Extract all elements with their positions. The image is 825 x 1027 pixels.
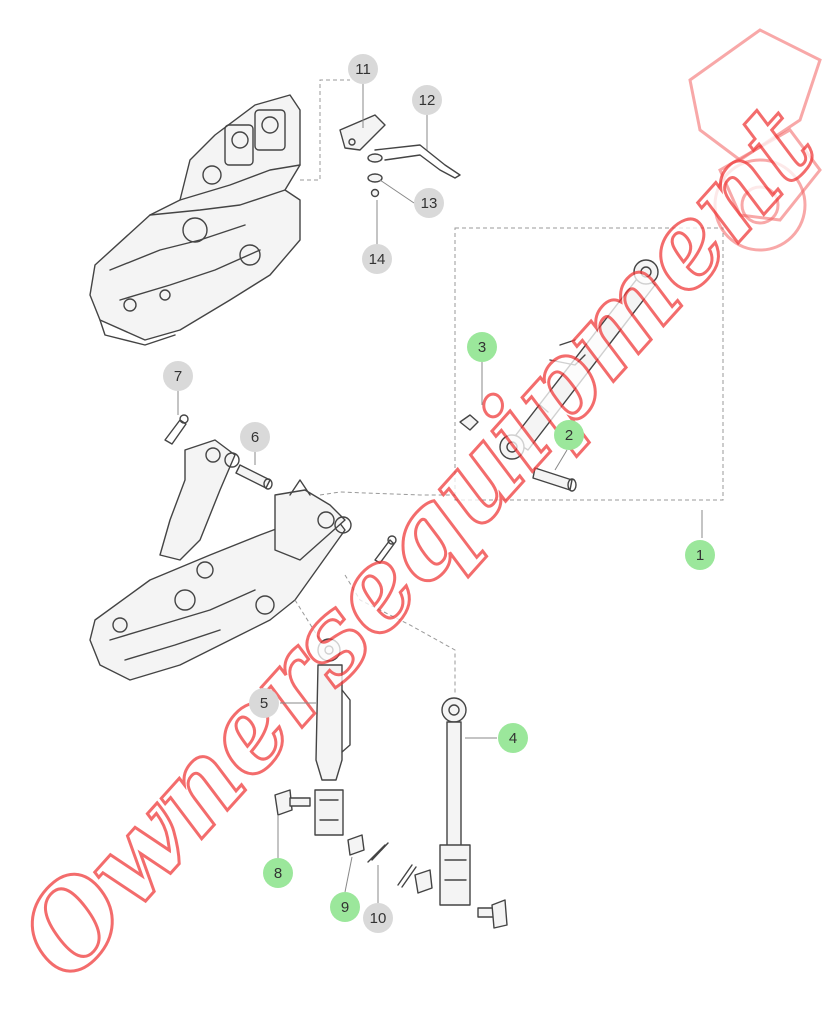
svg-text:14: 14 — [369, 251, 386, 268]
clip-part-3 — [459, 414, 479, 431]
callout-1[interactable]: 1 — [685, 540, 715, 570]
svg-text:11: 11 — [355, 61, 371, 78]
cotter-pin-part-7 — [164, 414, 189, 445]
assembly-frame-1 — [454, 227, 724, 501]
lift-rod-part-4 — [397, 697, 508, 929]
callout-13[interactable]: 13 — [414, 188, 444, 218]
svg-text:8: 8 — [274, 865, 282, 882]
callout-7[interactable]: 7 — [163, 361, 193, 391]
plate-part-8 — [274, 789, 311, 816]
watermark: Ownersequipment — [0, 28, 825, 1004]
svg-text:13: 13 — [421, 195, 438, 212]
leader-lines — [177, 84, 703, 903]
nut-part-14 — [370, 188, 380, 198]
top-link-assembly — [459, 259, 659, 492]
washer-part-9 — [347, 834, 365, 856]
callouts: 1 2 3 4 5 6 7 8 9 10 11 — [163, 54, 715, 933]
lever-part-12 — [374, 144, 461, 179]
washer-part-13b — [367, 173, 383, 183]
svg-text:12: 12 — [419, 92, 436, 109]
callout-3[interactable]: 3 — [467, 332, 497, 362]
svg-text:5: 5 — [260, 695, 268, 712]
svg-text:10: 10 — [370, 910, 387, 927]
callout-6[interactable]: 6 — [240, 422, 270, 452]
svg-text:6: 6 — [251, 429, 259, 446]
spring-pin-part-10 — [367, 842, 389, 863]
washer-part-13a — [367, 153, 383, 163]
svg-text:4: 4 — [509, 730, 517, 747]
callout-10[interactable]: 10 — [363, 903, 393, 933]
callout-14[interactable]: 14 — [362, 244, 392, 274]
callout-8[interactable]: 8 — [263, 858, 293, 888]
callout-4[interactable]: 4 — [498, 723, 528, 753]
svg-text:1: 1 — [696, 547, 704, 564]
hydraulic-housing-top — [89, 94, 301, 346]
lever-assembly — [339, 114, 461, 198]
callout-9[interactable]: 9 — [330, 892, 360, 922]
callout-12[interactable]: 12 — [412, 85, 442, 115]
callout-11[interactable]: 11 — [348, 54, 378, 84]
svg-text:9: 9 — [341, 899, 349, 916]
callout-5[interactable]: 5 — [249, 688, 279, 718]
svg-text:7: 7 — [174, 368, 182, 385]
cotter-pin-right — [374, 535, 397, 564]
svg-text:2: 2 — [565, 427, 573, 444]
callout-2[interactable]: 2 — [554, 420, 584, 450]
svg-text:3: 3 — [478, 339, 486, 356]
lift-housing-lower — [89, 439, 352, 681]
lift-rod-part-5 — [314, 638, 351, 836]
pin-part-6 — [235, 464, 273, 490]
bracket-part-11 — [339, 114, 386, 151]
